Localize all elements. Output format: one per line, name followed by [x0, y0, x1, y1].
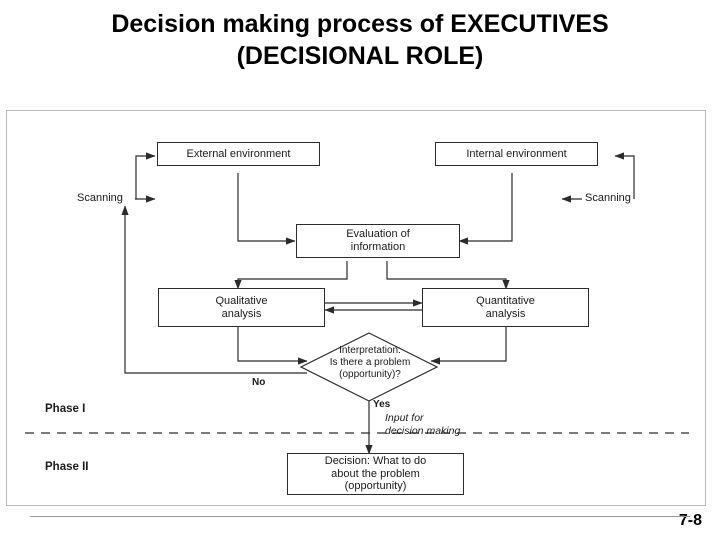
decision-process-diagram: External environment Internal environmen… [7, 111, 707, 507]
label-scanning-right: Scanning [585, 192, 631, 204]
connector-external-to-evaluation [237, 173, 296, 245]
connector-qualitative-to-interpretation [237, 327, 308, 365]
page-title-line-1: Decision making process of EXECUTIVES [111, 10, 609, 38]
node-internal-environment-label: Internal environment [466, 147, 567, 160]
page-title-line-2: (DECISIONAL ROLE) [236, 42, 484, 70]
figure-frame: External environment Internal environmen… [6, 110, 706, 506]
node-external-environment: External environment [157, 142, 320, 166]
page-number: 7-8 [678, 512, 702, 529]
label-branch-yes: Yes [373, 399, 391, 410]
node-internal-environment: Internal environment [435, 142, 598, 166]
node-quantitative-analysis: Quantitative analysis [422, 288, 589, 327]
node-evaluation-of-information: Evaluation of information [296, 224, 460, 258]
connector-quantitative-to-interpretation [430, 327, 507, 365]
node-interpretation-label: Interpretation: Is there a problem (oppo… [329, 345, 411, 380]
node-external-environment-label: External environment [186, 147, 291, 160]
diagram-connectors [25, 152, 689, 455]
connector-scanning-right-up [614, 152, 635, 199]
node-qualitative-analysis-label: Qualitative analysis [215, 294, 268, 320]
label-scanning-left: Scanning [77, 192, 123, 204]
node-qualitative-analysis: Qualitative analysis [158, 288, 325, 327]
node-evaluation-of-information-label: Evaluation of information [346, 228, 410, 253]
interpretation-diamond-shape [299, 332, 439, 402]
connector-evaluation-to-quantitative [386, 261, 510, 290]
connector-no-feedback [121, 205, 307, 374]
label-input-note: Input for decision making [385, 412, 461, 437]
node-quantitative-analysis-label: Quantitative analysis [476, 294, 535, 320]
node-decision-label: Decision: What to do about the problem (… [324, 454, 427, 493]
bottom-divider [30, 516, 690, 517]
label-branch-no: No [252, 377, 266, 388]
connector-internal-to-evaluation [458, 173, 513, 245]
node-decision: Decision: What to do about the problem (… [287, 453, 464, 495]
page-title: Decision making process of EXECUTIVES (D… [0, 8, 720, 72]
label-phase-one: Phase I [45, 403, 86, 415]
connector-evaluation-to-qualitative [234, 261, 348, 290]
connector-scanning-left-up [135, 152, 156, 199]
label-phase-two: Phase II [45, 461, 89, 473]
